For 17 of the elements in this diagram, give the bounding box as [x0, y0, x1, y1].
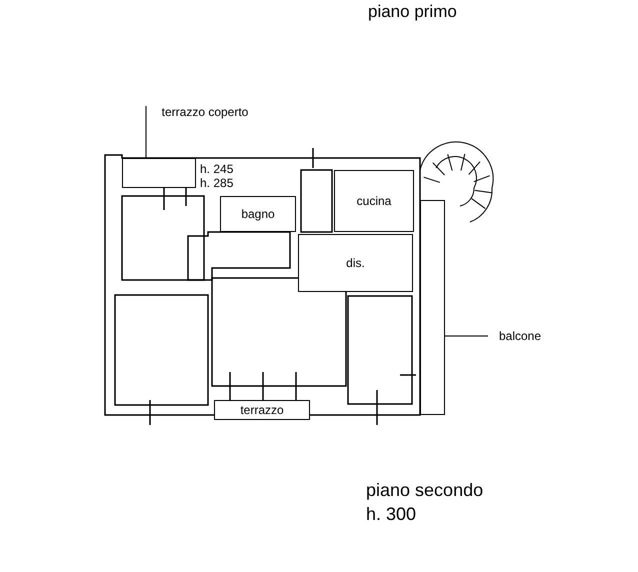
room-outline: [334, 170, 414, 232]
height-label: h. 285: [200, 176, 234, 190]
height-label: h. 300: [366, 504, 416, 525]
floor-name: piano secondo: [366, 480, 484, 501]
callout-label: terrazzo coperto: [150, 104, 260, 120]
room-outline: [220, 196, 296, 232]
room-label: cucina: [356, 194, 392, 208]
height-label: h. 245: [200, 162, 234, 176]
room-label: dis.: [346, 256, 365, 270]
terrace-area: [122, 158, 196, 188]
room-label: bagno: [241, 207, 275, 221]
balcony-area: [420, 200, 445, 415]
floor-name: piano primo: [368, 2, 457, 22]
room-outline: [298, 234, 413, 292]
callout-label: balcone: [490, 328, 550, 344]
room-label: terrazzo: [240, 403, 284, 417]
room-outline: [214, 400, 310, 420]
